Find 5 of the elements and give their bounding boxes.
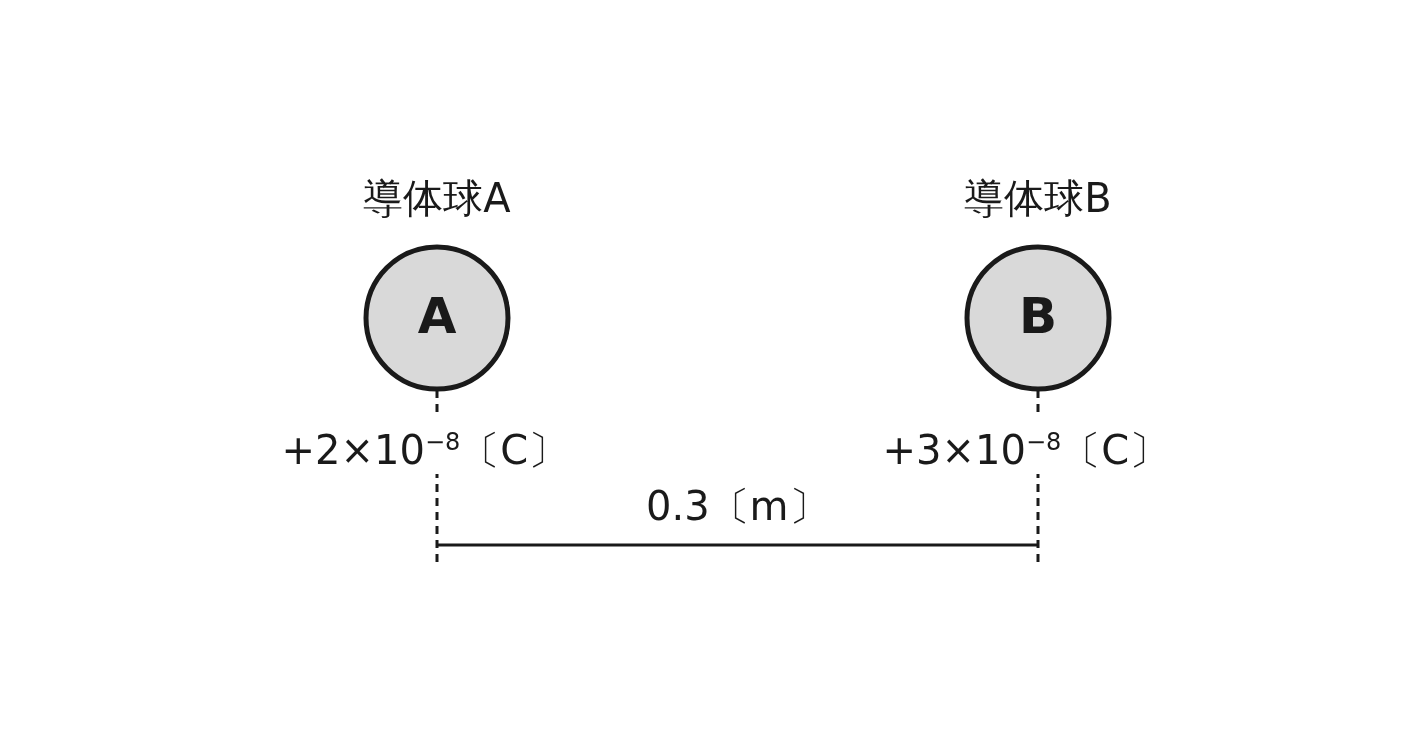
sphere-title: 導体球B [963, 174, 1113, 222]
sphere-letter: A [416, 286, 458, 346]
sphere-letter: B [1017, 286, 1059, 346]
sphere-title: 導体球A [362, 174, 512, 222]
distance-label: 0.3〔m〕 [646, 482, 829, 530]
